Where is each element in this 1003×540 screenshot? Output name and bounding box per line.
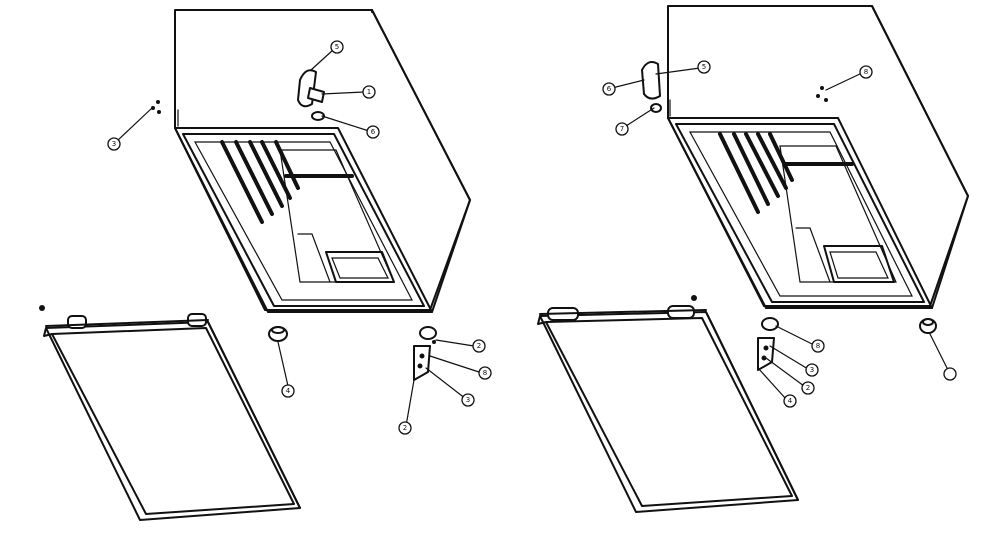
left-callout-2a: 2 xyxy=(472,339,486,353)
left-door xyxy=(43,313,301,521)
callout-label: 2 xyxy=(477,342,481,350)
right-callout-foot xyxy=(943,367,957,381)
left-callout-3a: 3 xyxy=(107,137,121,151)
right-callout-8b: 8 xyxy=(811,339,825,353)
left-callout-2b: 2 xyxy=(398,421,412,435)
right-screw-cluster xyxy=(816,86,828,102)
callout-label: 2 xyxy=(403,424,407,432)
right-callout-8a: 8 xyxy=(859,65,873,79)
right-callout-3: 3 xyxy=(805,363,819,377)
callout-label: 3 xyxy=(112,140,116,148)
left-callout-1: 1 xyxy=(362,85,376,99)
callout-label: 4 xyxy=(286,387,291,395)
left-callout-8: 8 xyxy=(478,366,492,380)
callout-label: 5 xyxy=(335,43,339,51)
right-callout-4: 4 xyxy=(783,394,797,408)
right-callout-2: 2 xyxy=(801,381,815,395)
left-top-hinge xyxy=(297,69,325,121)
left-callout-4: 4 xyxy=(281,384,295,398)
right-leg-foot xyxy=(919,318,937,334)
callout-label: 2 xyxy=(806,384,810,392)
right-callout-6: 6 xyxy=(602,82,616,96)
callout-label: 1 xyxy=(367,88,371,96)
right-fridge-cabinet xyxy=(667,5,969,309)
callout-label: 8 xyxy=(483,369,487,377)
right-door xyxy=(537,305,799,513)
callout-label: 7 xyxy=(620,125,624,133)
left-loose-screw xyxy=(39,305,45,311)
left-leg-foot xyxy=(268,326,288,342)
right-leader-lines xyxy=(611,67,949,400)
left-leader-lines xyxy=(116,49,483,427)
left-callout-6: 6 xyxy=(366,125,380,139)
callout-label: 3 xyxy=(466,396,470,404)
right-callout-5: 5 xyxy=(697,60,711,74)
left-fridge-cabinet xyxy=(174,9,471,313)
callout-label: 8 xyxy=(864,68,868,76)
callout-label: 3 xyxy=(810,366,814,374)
left-screw-cluster xyxy=(151,100,161,114)
callout-label: 6 xyxy=(371,128,376,136)
callout-label: 8 xyxy=(816,342,820,350)
left-callout-3b: 3 xyxy=(461,393,475,407)
right-top-hinge xyxy=(641,61,662,113)
left-callout-5: 5 xyxy=(330,40,344,54)
callout-label: 4 xyxy=(788,397,793,405)
callout-label: 5 xyxy=(702,63,706,71)
right-loose-screw xyxy=(691,295,697,301)
left-bottom-hinge xyxy=(413,326,437,381)
callout-label: 6 xyxy=(607,85,612,93)
right-callout-7: 7 xyxy=(615,122,629,136)
right-bottom-hinge xyxy=(757,317,779,371)
